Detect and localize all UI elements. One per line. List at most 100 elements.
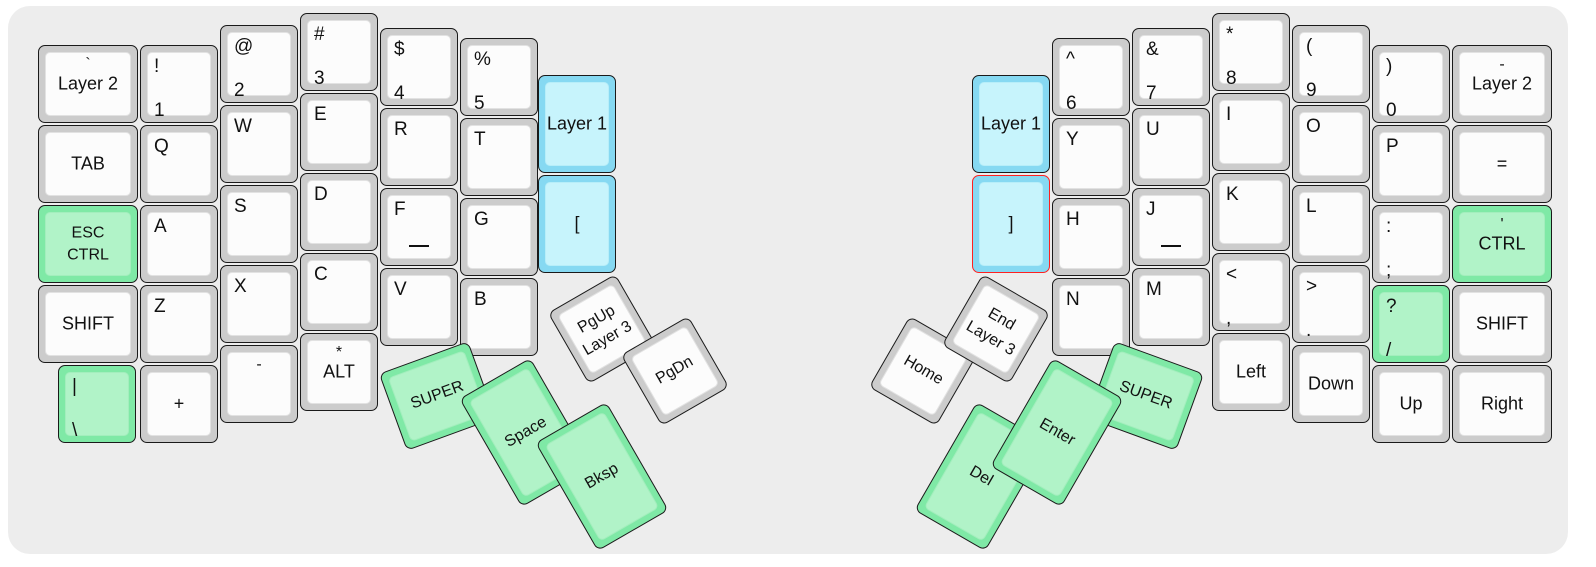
key-label-main: SHIFT [1476, 313, 1528, 334]
key-label-main: [ [574, 213, 580, 234]
keycap: $4 [387, 35, 451, 103]
key-label-top: | [72, 376, 77, 397]
key-r-c3-r2[interactable]: O [1292, 105, 1370, 183]
key-label-main: J [1146, 199, 1156, 220]
key-l-c5-r3[interactable]: F [380, 188, 458, 266]
key-l-c6-r4[interactable]: B [460, 278, 538, 356]
key-label-main: . [1306, 320, 1312, 341]
key-label-top: $ [394, 39, 405, 60]
key-l-c3-r3[interactable]: S [220, 185, 298, 263]
key-label-main: X [234, 276, 247, 297]
key-label-main: K [1226, 184, 1239, 205]
key-r-c6-r2[interactable]: Y [1052, 118, 1130, 196]
key-label-main: ALT [323, 361, 355, 382]
key-r-c1-r3[interactable]: 'CTRL [1452, 205, 1552, 283]
key-r-c2-r2[interactable]: P [1372, 125, 1450, 203]
key-r-c5-r3[interactable]: J [1132, 188, 1210, 266]
key-label: Bksp [581, 459, 622, 492]
key-r-c4-r1[interactable]: *8 [1212, 13, 1290, 91]
key-l-c2-r4[interactable]: Z [140, 285, 218, 363]
key-label-top: - [256, 356, 262, 373]
key-l-c3-r2[interactable]: W [220, 105, 298, 183]
key-l-c6-r2[interactable]: T [460, 118, 538, 196]
key-l-c6-r3[interactable]: G [460, 198, 538, 276]
key-l-c1-r2[interactable]: TAB [38, 125, 138, 203]
key-label-main: R [394, 119, 408, 140]
key-r-c4-r2[interactable]: I [1212, 93, 1290, 171]
key-l-c3-r4[interactable]: X [220, 265, 298, 343]
keycap: *ALT [307, 340, 371, 404]
key-label-main: , [1226, 308, 1232, 329]
key-r-c3-r4[interactable]: >. [1292, 265, 1370, 343]
key-r-c4-r4[interactable]: <, [1212, 253, 1290, 331]
keycap: Z [147, 292, 211, 356]
key-l-c1-r4[interactable]: SHIFT [38, 285, 138, 363]
keycap: @2 [227, 32, 291, 100]
key-l-c2-r5[interactable]: + [140, 365, 218, 443]
key-label-main: Y [1066, 129, 1079, 150]
key-r-c4-r3[interactable]: K [1212, 173, 1290, 251]
key-label-top: ! [154, 56, 160, 77]
key-r-c1-r2[interactable]: = [1452, 125, 1552, 203]
key-l-c3-r1[interactable]: @2 [220, 25, 298, 103]
key-l-c4-r5[interactable]: *ALT [300, 333, 378, 411]
key-r-c1-r5[interactable]: Right [1452, 365, 1552, 443]
key-label-main: 8 [1226, 68, 1237, 89]
key-label-main: L [1306, 196, 1317, 217]
key-r-c6-r1[interactable]: ^6 [1052, 38, 1130, 116]
key-r-c1-r1[interactable]: -Layer 2 [1452, 45, 1552, 123]
keycap: Y [1059, 125, 1123, 189]
key-l-c4-r1[interactable]: #3 [300, 13, 378, 91]
key-l-c6-r1[interactable]: %5 [460, 38, 538, 116]
key-r-c2-r3[interactable]: :; [1372, 205, 1450, 283]
key-r-c2-r1[interactable]: )0 [1372, 45, 1450, 123]
key-l-c2-r2[interactable]: Q [140, 125, 218, 203]
key-r-c2-r4[interactable]: ?/ [1372, 285, 1450, 363]
key-r-c5-r4[interactable]: M [1132, 268, 1210, 346]
key-label-main: O [1306, 116, 1321, 137]
key-l-c2-r3[interactable]: A [140, 205, 218, 283]
key-r-c7-r1[interactable]: Layer 1 [972, 75, 1050, 173]
keycap: B [467, 285, 531, 349]
key-l-c4-r4[interactable]: C [300, 253, 378, 331]
key-l-c5-r2[interactable]: R [380, 108, 458, 186]
key-label-top: ( [1306, 36, 1313, 57]
keycap: #3 [307, 20, 371, 88]
key-label-top: @ [234, 36, 254, 57]
key-l-c1-r5[interactable]: |\ [58, 365, 136, 443]
key-l-c4-r3[interactable]: D [300, 173, 378, 251]
key-r-c3-r5[interactable]: Down [1292, 345, 1370, 423]
key-r-c7-r2[interactable]: ] [972, 175, 1050, 273]
key-label-main: H [1066, 209, 1080, 230]
keycap: V [387, 275, 451, 339]
key-r-c3-r1[interactable]: (9 [1292, 25, 1370, 103]
keycap: Layer 1 [545, 82, 609, 166]
key-label-main: C [314, 264, 328, 285]
keycap: L [1299, 192, 1363, 256]
key-r-c1-r4[interactable]: SHIFT [1452, 285, 1552, 363]
keycap: W [227, 112, 291, 176]
key-r-c2-r5[interactable]: Up [1372, 365, 1450, 443]
key-r-c5-r1[interactable]: &7 [1132, 28, 1210, 106]
key-l-c1-r3[interactable]: ESC CTRL [38, 205, 138, 283]
key-label: End Layer 3 [963, 304, 1019, 359]
key-label-main: 5 [474, 93, 485, 114]
key-label-main: + [173, 393, 185, 414]
key-l-c1-r1[interactable]: `Layer 2 [38, 45, 138, 123]
key-l-c3-r5[interactable]: - [220, 345, 298, 423]
key-l-c2-r1[interactable]: !1 [140, 45, 218, 123]
key-l-c7-r1[interactable]: Layer 1 [538, 75, 616, 173]
key-label-main: I [1226, 104, 1232, 125]
key-l-c5-r4[interactable]: V [380, 268, 458, 346]
key-l-c5-r1[interactable]: $4 [380, 28, 458, 106]
key-l-c7-r2[interactable]: [ [538, 175, 616, 273]
key-r-c5-r2[interactable]: U [1132, 108, 1210, 186]
key-l-c4-r2[interactable]: E [300, 93, 378, 171]
key-label-main: Q [154, 136, 169, 157]
keycap: U [1139, 115, 1203, 179]
key-r-c3-r3[interactable]: L [1292, 185, 1370, 263]
key-r-c4-r5[interactable]: Left [1212, 333, 1290, 411]
keycap: = [1459, 132, 1545, 196]
keycap: O [1299, 112, 1363, 176]
key-r-c6-r3[interactable]: H [1052, 198, 1130, 276]
